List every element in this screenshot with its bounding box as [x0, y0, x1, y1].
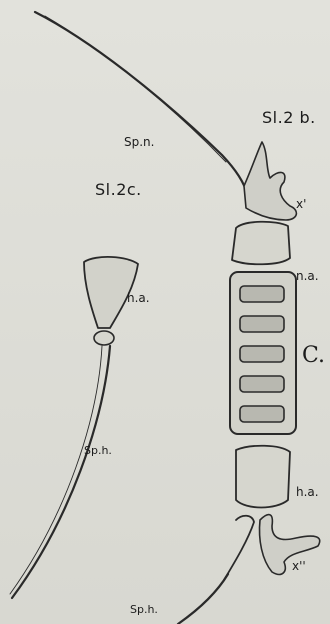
label-neural-spine: Sp.n. — [124, 136, 154, 148]
process-upper-right — [244, 142, 296, 220]
label-haemal-arch-left: h.a. — [127, 292, 150, 304]
figure-right-title: Sl.2 b. — [262, 110, 316, 126]
label-haemal-arch-right: h.a. — [296, 486, 319, 498]
haemal-spine-left-inner — [10, 346, 102, 594]
process-lower-right — [260, 515, 320, 575]
haemal-arch-right — [236, 446, 290, 508]
label-process-lower: x'' — [292, 560, 306, 572]
neural-spine-right — [35, 12, 248, 196]
label-haemal-spine-left: Sp.h. — [84, 445, 112, 456]
neural-arch-right — [232, 222, 290, 265]
haemal-arch-left-joint — [94, 331, 114, 345]
label-neural-arch: n.a. — [296, 270, 319, 282]
haemal-spine-left — [12, 346, 110, 598]
haemal-spine-right — [178, 574, 228, 624]
label-haemal-spine-right: Sp.h. — [130, 604, 158, 615]
figure-left-title: Sl.2c. — [95, 182, 142, 198]
label-process-upper: x' — [296, 198, 306, 210]
label-centrum: C. — [302, 345, 325, 367]
haemal-spine-right-stub — [224, 516, 254, 580]
